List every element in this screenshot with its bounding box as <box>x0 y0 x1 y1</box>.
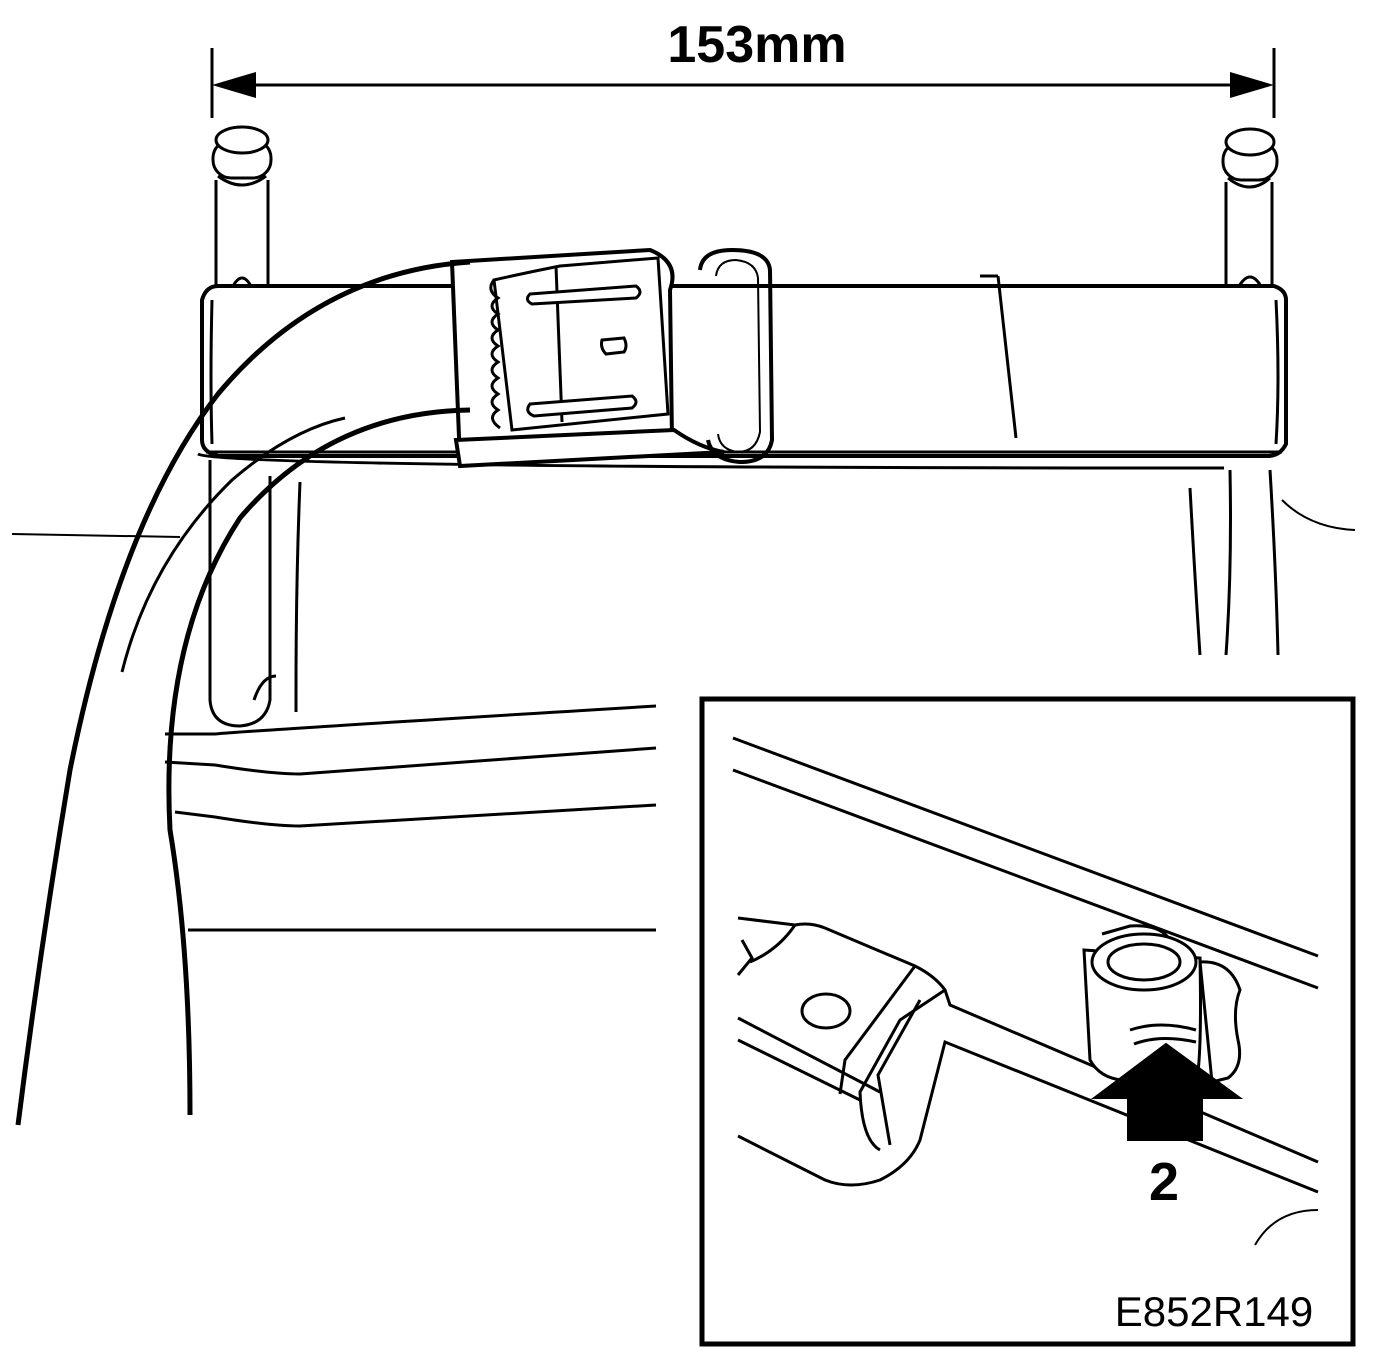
callout-label: 2 <box>1149 1152 1179 1212</box>
dimension-label: 153mm <box>667 16 846 74</box>
battery-body <box>11 460 1356 932</box>
stud-right <box>1221 127 1279 289</box>
inset-retaining-clip <box>1082 924 1242 1086</box>
battery-cable <box>15 259 471 1126</box>
dimension-line <box>210 48 1276 118</box>
inset-tray-rail <box>732 736 1319 1246</box>
reference-code: E852R149 <box>1115 1288 1314 1335</box>
strap <box>197 274 1288 470</box>
strap-buckle <box>449 247 775 469</box>
dimension-arrowhead-left <box>212 72 256 98</box>
stud-left <box>211 125 273 289</box>
inset-frame <box>699 696 1356 1347</box>
callout-arrow-icon <box>1091 1042 1244 1141</box>
detail-inset: 2 E852R149 <box>699 696 1356 1347</box>
dimension-arrowhead-right <box>1230 72 1274 98</box>
